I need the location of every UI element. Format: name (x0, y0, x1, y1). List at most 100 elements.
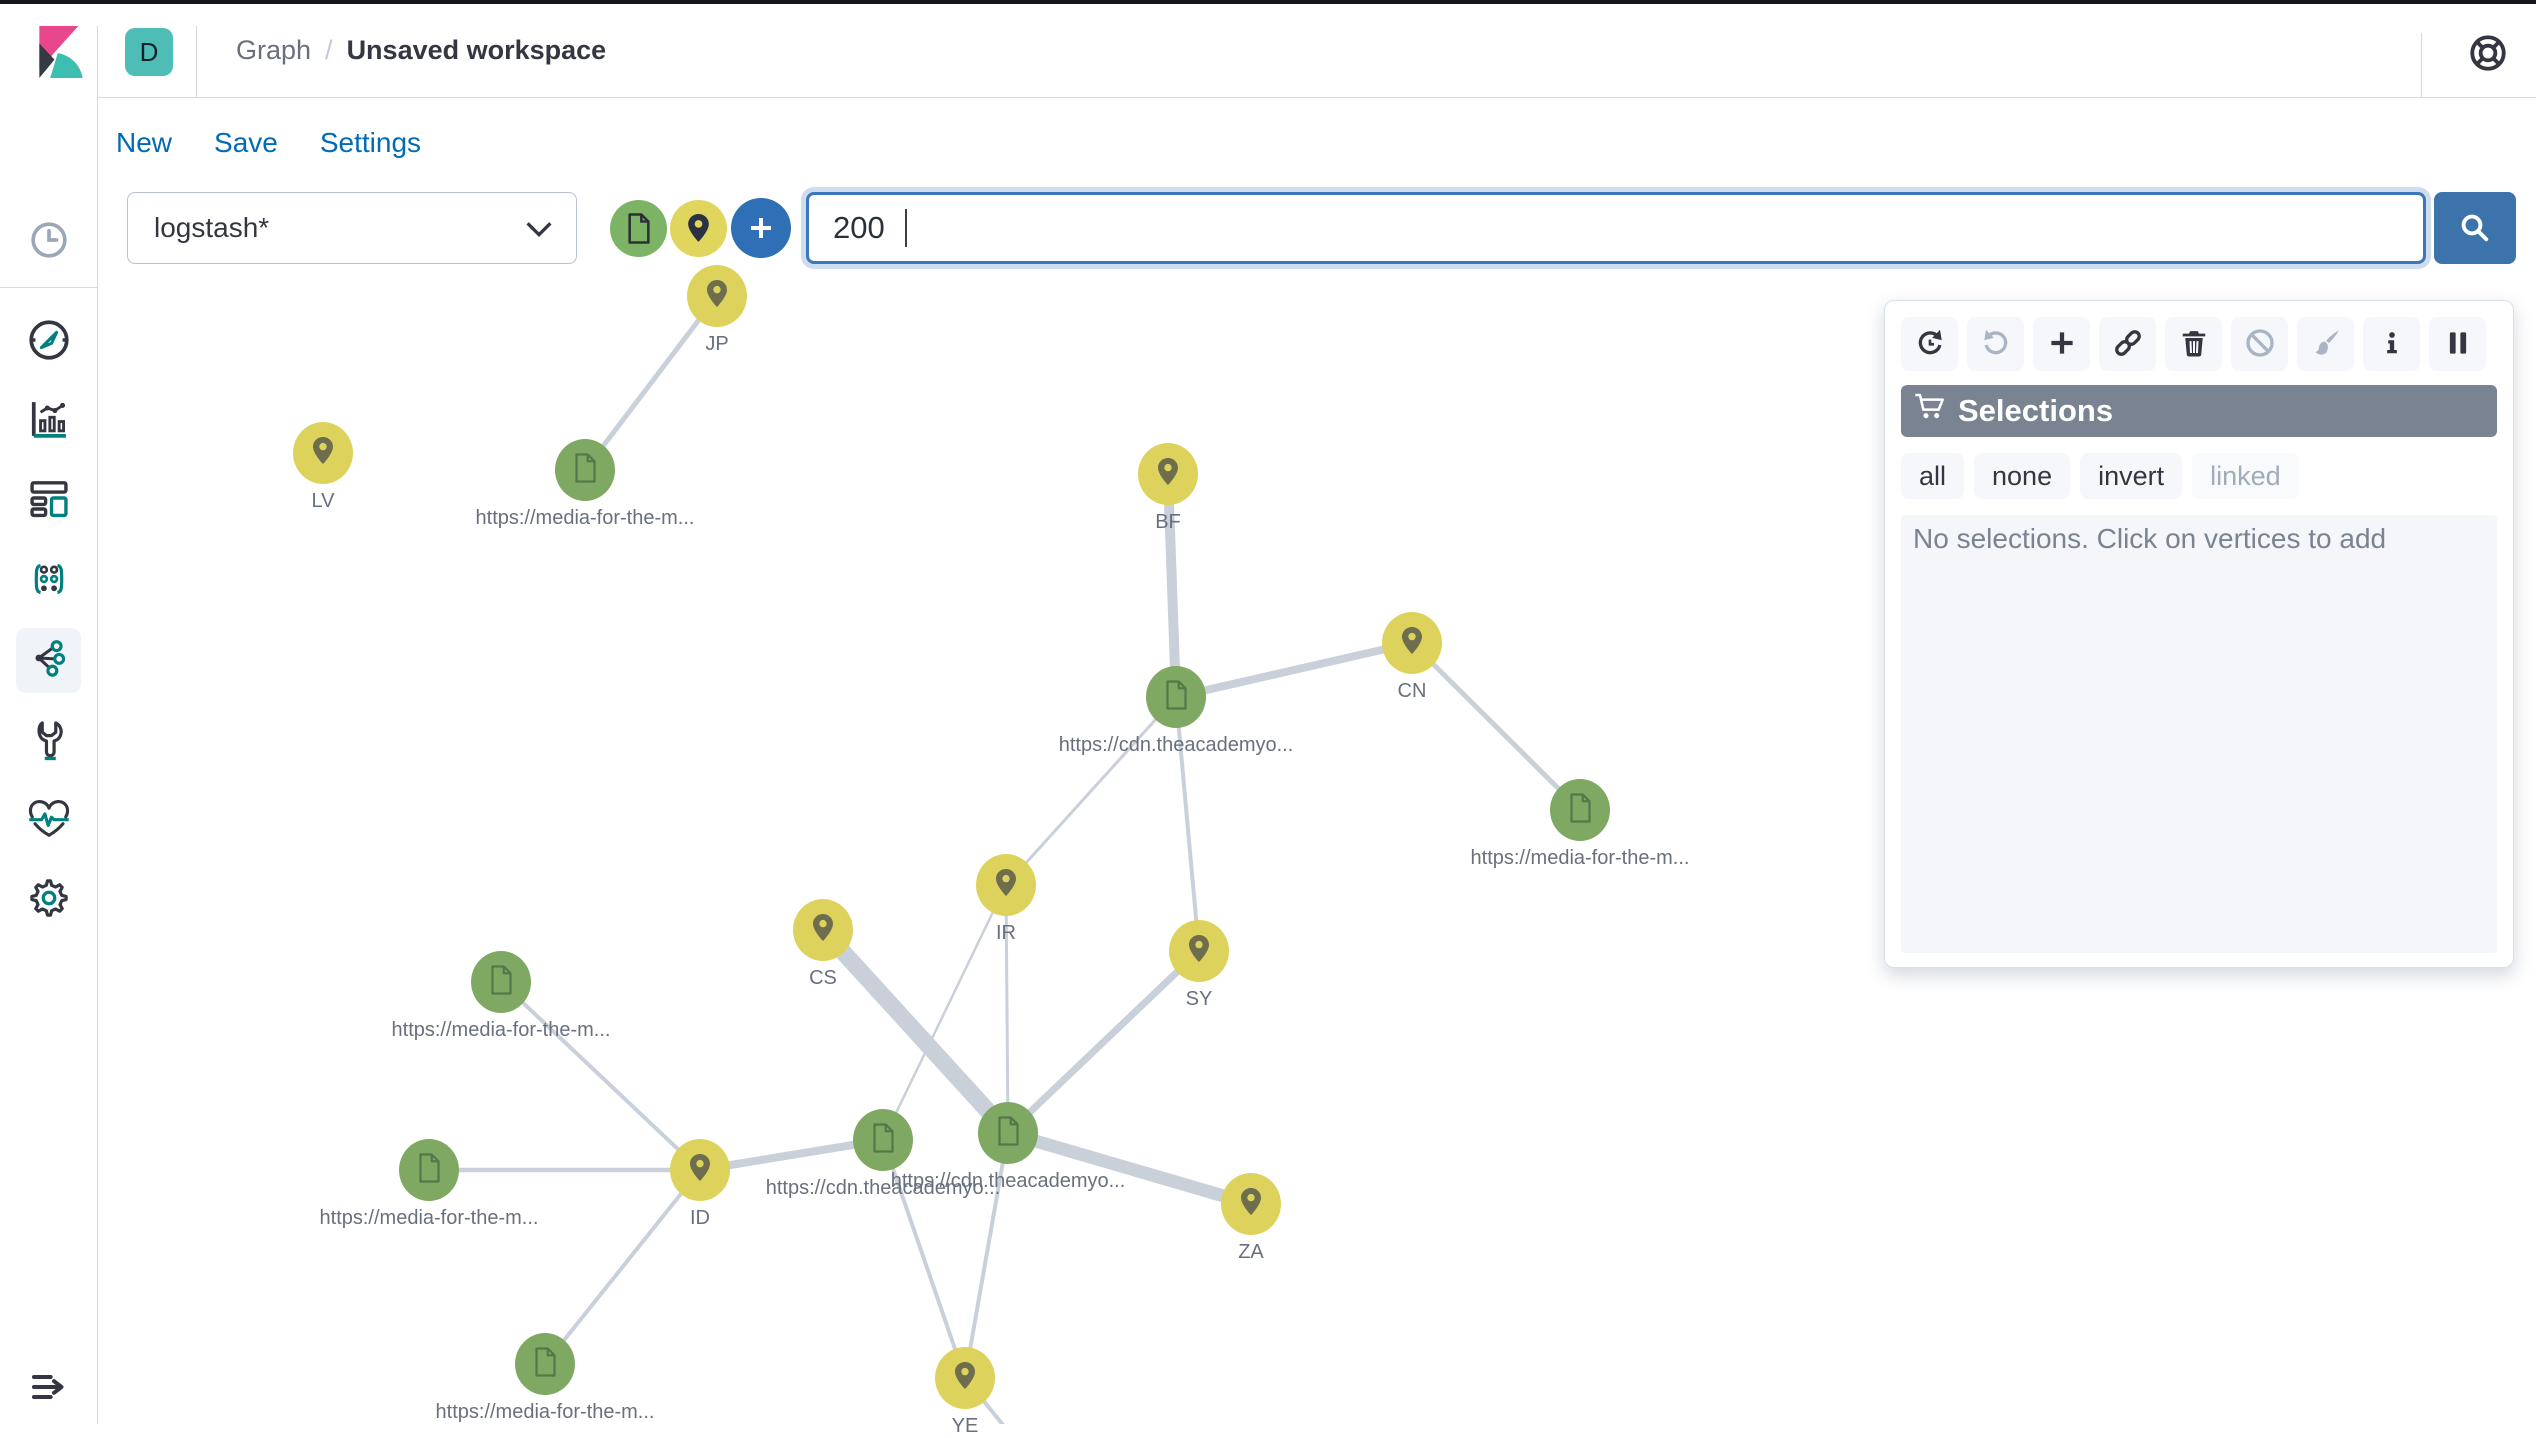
graph-node-label: https://cdn.theacademyo... (765, 1177, 1001, 1199)
graph-edge[interactable] (1004, 947, 1203, 1137)
breadcrumb-section[interactable]: Graph (236, 35, 312, 65)
plus-icon (2047, 328, 2077, 361)
search-button[interactable] (2434, 192, 2516, 264)
graph-edge[interactable] (1001, 1126, 1258, 1211)
graph-edge[interactable] (1172, 639, 1416, 701)
graph-edge[interactable] (881, 883, 1008, 1142)
graph-node-location-cn[interactable] (1382, 612, 1442, 674)
expand-menu-icon[interactable] (24, 1362, 74, 1412)
blocklist-button[interactable] (2231, 317, 2288, 371)
graph-node-location-id[interactable] (670, 1139, 730, 1201)
sidebar-divider (0, 287, 97, 288)
pause-icon (2443, 328, 2473, 361)
selections-empty-message: No selections. Click on vertices to add (1901, 515, 2497, 953)
graph-node-location-bf[interactable] (1138, 443, 1198, 505)
pin-icon[interactable] (670, 200, 727, 257)
add-button[interactable] (2033, 317, 2090, 371)
search-input[interactable] (833, 210, 903, 246)
graph-node-url-d4[interactable] (471, 951, 531, 1013)
style-button[interactable] (2297, 317, 2354, 371)
index-pattern-select[interactable]: logstash* (127, 192, 577, 264)
graph-node-location-cs[interactable] (793, 899, 853, 961)
drill-down-button[interactable] (2363, 317, 2420, 371)
graph-edge[interactable] (499, 980, 702, 1172)
visualize-icon (27, 397, 71, 446)
nav-link-new[interactable]: New (116, 127, 173, 158)
workspace-nav: New Save Settings (98, 110, 421, 176)
graph-node-url-d1[interactable] (555, 439, 615, 501)
pause-layout-button[interactable] (2429, 317, 2486, 371)
help-icon[interactable] (2466, 31, 2510, 75)
graph-node-location-jp[interactable] (687, 265, 747, 327)
document-icon (995, 1115, 1022, 1152)
sidebar-item-graph[interactable] (16, 628, 81, 693)
graph-edge[interactable] (1174, 695, 1201, 953)
select-linked-button[interactable]: linked (2192, 453, 2299, 499)
graph-node-label: https://media-for-the-m... (1470, 847, 1690, 869)
document-icon (870, 1122, 897, 1159)
graph-edge[interactable] (963, 1131, 1010, 1380)
header-divider (97, 26, 98, 97)
graph-edge[interactable] (582, 293, 720, 473)
compass-icon (27, 318, 71, 367)
selections-title: Selections (1958, 393, 2114, 428)
sidebar-item-dev-tools[interactable] (16, 709, 81, 774)
graph-node-url-d6[interactable] (853, 1109, 913, 1171)
document-icon (488, 964, 515, 1001)
graph-node-label: CS (809, 967, 837, 989)
graph-edge[interactable] (696, 1136, 887, 1174)
graph-edge[interactable] (814, 921, 1017, 1142)
graph-node-location-za[interactable] (1221, 1173, 1281, 1235)
pin-icon (811, 913, 835, 948)
sidebar-item-monitoring[interactable] (16, 788, 81, 853)
link-button[interactable] (2099, 317, 2156, 371)
header-divider (196, 26, 197, 97)
graph-node-location-ye[interactable] (935, 1347, 995, 1409)
sidebar-item-discover[interactable] (16, 310, 81, 375)
nav-link-save[interactable]: Save (214, 127, 278, 158)
graph-node-url-d7[interactable] (978, 1102, 1038, 1164)
graph-node-url-d3[interactable] (1550, 779, 1610, 841)
graph-node-location-lv[interactable] (293, 422, 353, 484)
sidebar-item-dashboard[interactable] (16, 468, 81, 533)
sidebar-item-recent[interactable] (16, 210, 81, 275)
sidebar-item-management[interactable] (16, 868, 81, 933)
index-pattern-value: logstash* (154, 212, 270, 243)
sidebar-item-machine-learning[interactable] (16, 549, 81, 614)
pin-icon (311, 436, 335, 471)
pin-icon (1187, 934, 1211, 969)
window-top-edge (0, 0, 2536, 4)
select-all-button[interactable]: all (1901, 453, 1965, 499)
document-icon[interactable] (610, 200, 667, 257)
graph-edge[interactable] (1004, 883, 1010, 1135)
select-invert-button[interactable]: invert (2080, 453, 2183, 499)
graph-edge[interactable] (543, 1168, 702, 1366)
nav-link-settings[interactable]: Settings (319, 127, 422, 158)
graph-node-label: https://media-for-the-m... (391, 1019, 611, 1041)
plus-icon[interactable] (731, 198, 791, 258)
graph-node-location-sy[interactable] (1169, 920, 1229, 982)
graph-node-label: YE (951, 1415, 979, 1437)
pin-icon (1156, 457, 1180, 492)
redo-button[interactable] (1967, 317, 2024, 371)
graph-node-url-d5[interactable] (399, 1139, 459, 1201)
graph-icon (27, 636, 71, 685)
graph-edge[interactable] (881, 1138, 967, 1380)
kibana-logo[interactable] (36, 26, 86, 78)
select-none-button[interactable]: none (1974, 453, 2071, 499)
graph-node-url-d8[interactable] (515, 1333, 575, 1395)
delete-button[interactable] (2165, 317, 2222, 371)
undo-button[interactable] (1901, 317, 1958, 371)
graph-edge[interactable] (1409, 640, 1583, 813)
link-icon (2111, 327, 2145, 362)
graph-edge[interactable] (1163, 469, 1181, 702)
avatar[interactable]: D (125, 28, 173, 76)
trash-icon (2179, 328, 2209, 361)
sidebar-item-visualize[interactable] (16, 389, 81, 454)
graph-edge[interactable] (1004, 695, 1178, 887)
graph-node-location-ir[interactable] (976, 854, 1036, 916)
redo-icon (1979, 327, 2013, 362)
graph-node-url-d2[interactable] (1146, 666, 1206, 728)
